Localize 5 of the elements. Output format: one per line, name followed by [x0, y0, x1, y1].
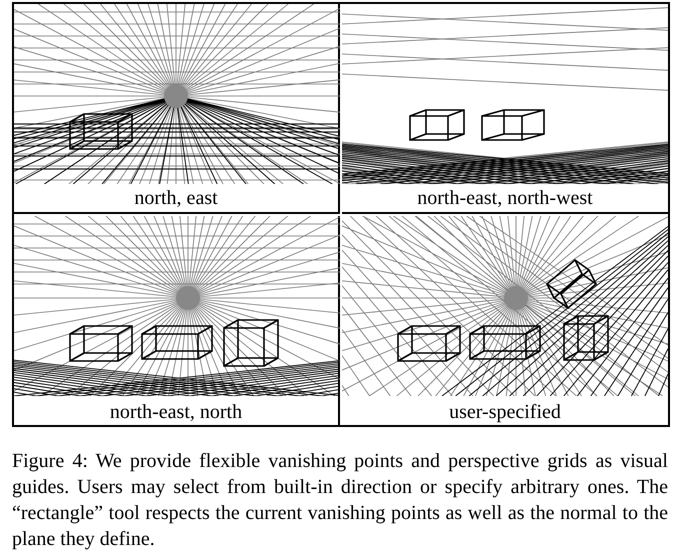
panel-label: north-east, north: [108, 400, 244, 424]
figure-caption: Figure 4: We provide flexible vanishing points and perspective grids as visual guides. Users may select from built-in direction or specify arbitrary ones. The “rectangle” tool respects the current vanishing points as well as the normal to the plane they define.: [12, 449, 668, 552]
panel-label: north, east: [133, 186, 219, 210]
panel-label: north-east, north-west: [416, 186, 594, 210]
panel-label: user-specified: [448, 400, 562, 424]
